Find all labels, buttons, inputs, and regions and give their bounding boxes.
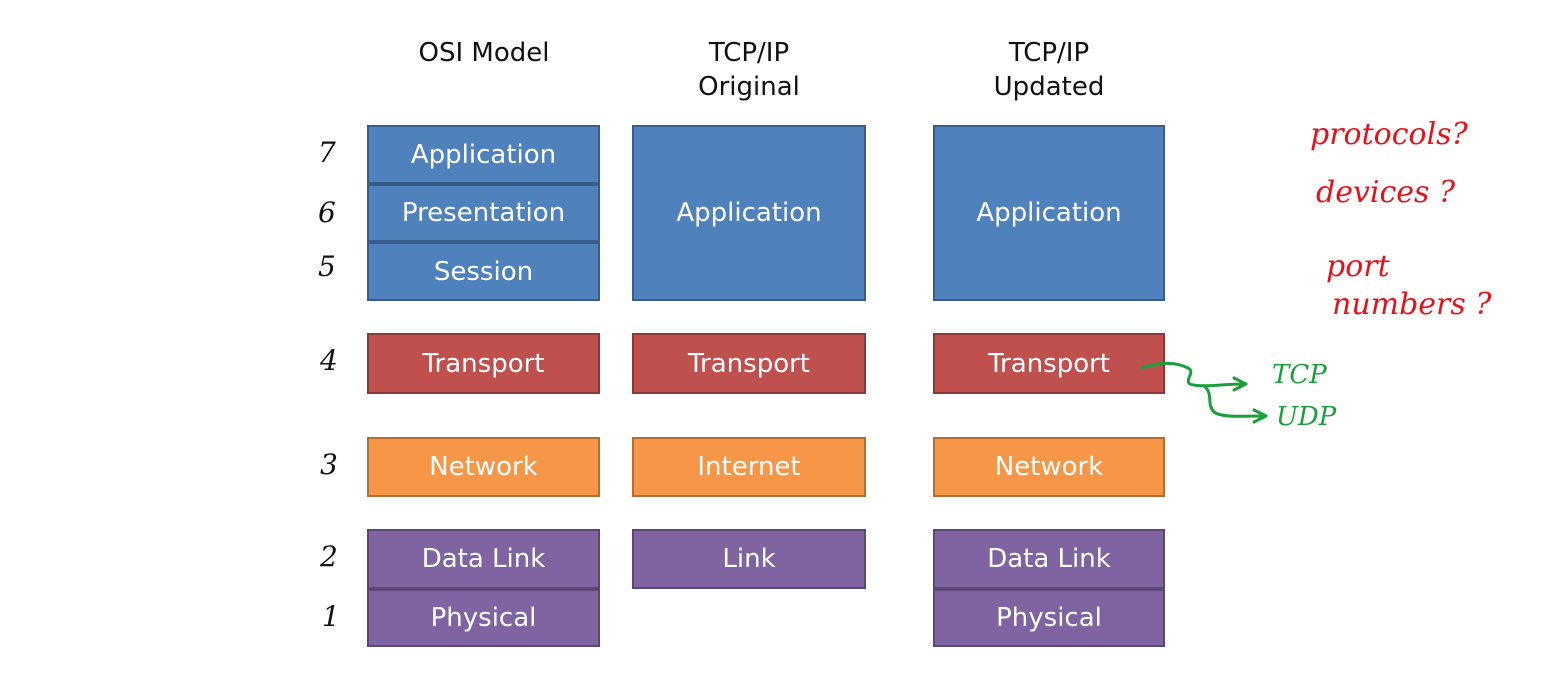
osi-transport-label: Transport <box>422 348 545 379</box>
orig-link-label: Link <box>722 544 776 574</box>
upd-transport-layer: Transport <box>933 333 1165 394</box>
layer-number-4: 4 <box>320 344 338 377</box>
upd-network-label: Network <box>994 452 1104 482</box>
tcpip-updated-title-line1: TCP/IP <box>1008 38 1090 68</box>
orig-application-layer: Application <box>632 125 866 301</box>
tcpip-original-title-line1: TCP/IP <box>708 38 790 68</box>
upd-network-layer: Network <box>933 437 1165 497</box>
osi-presentation-label: Presentation <box>401 198 566 228</box>
osi-transport-layer: Transport <box>367 333 600 394</box>
layer-number-7: 7 <box>318 136 336 169</box>
annotation-devices: devices ? <box>1316 175 1456 210</box>
osi-model-title: OSI Model <box>418 38 550 68</box>
orig-internet-layer: Internet <box>632 437 866 497</box>
annotation-udp: UDP <box>1276 402 1337 432</box>
upd-data-link-label: Data Link <box>987 544 1111 574</box>
osi-session-label: Session <box>433 256 534 287</box>
upd-transport-label: Transport <box>987 348 1110 379</box>
osi-data-link-layer: Data Link <box>367 529 600 589</box>
orig-transport-layer: Transport <box>632 333 866 394</box>
annotation-numbers: numbers ? <box>1332 287 1492 322</box>
tcpip-original-title-line2: Original <box>698 72 800 102</box>
osi-network-layer: Network <box>367 437 600 497</box>
upd-physical-layer: Physical <box>933 589 1165 647</box>
annotation-protocols: protocols? <box>1310 117 1468 152</box>
osi-application-label: Application <box>410 139 557 170</box>
layer-number-3: 3 <box>320 448 338 481</box>
osi-data-link-label: Data Link <box>421 544 546 574</box>
osi-presentation-layer: Presentation <box>367 184 600 242</box>
osi-physical-layer: Physical <box>367 589 600 647</box>
osi-network-label: Network <box>429 452 538 482</box>
upd-data-link-layer: Data Link <box>933 529 1165 589</box>
tcpip-updated-title-line2: Updated <box>993 72 1105 102</box>
layer-number-6: 6 <box>318 196 336 229</box>
orig-link-layer: Link <box>632 529 866 589</box>
layer-number-1: 1 <box>322 600 340 633</box>
orig-transport-label: Transport <box>687 348 810 379</box>
upd-physical-label: Physical <box>996 603 1102 633</box>
annotation-tcp: TCP <box>1272 360 1327 390</box>
osi-session-layer: Session <box>367 242 600 301</box>
orig-internet-label: Internet <box>697 452 801 482</box>
upd-application-layer: Application <box>933 125 1165 301</box>
osi-physical-label: Physical <box>430 603 537 633</box>
tcpip-updated-title: TCP/IP Updated <box>933 36 1165 104</box>
upd-application-label: Application <box>976 198 1122 228</box>
osi-application-layer: Application <box>367 125 600 184</box>
layer-number-2: 2 <box>320 540 338 573</box>
orig-application-label: Application <box>676 198 822 228</box>
tcpip-original-title: TCP/IP Original <box>632 36 866 104</box>
annotation-port: port <box>1326 249 1390 284</box>
layer-number-5: 5 <box>318 250 336 283</box>
